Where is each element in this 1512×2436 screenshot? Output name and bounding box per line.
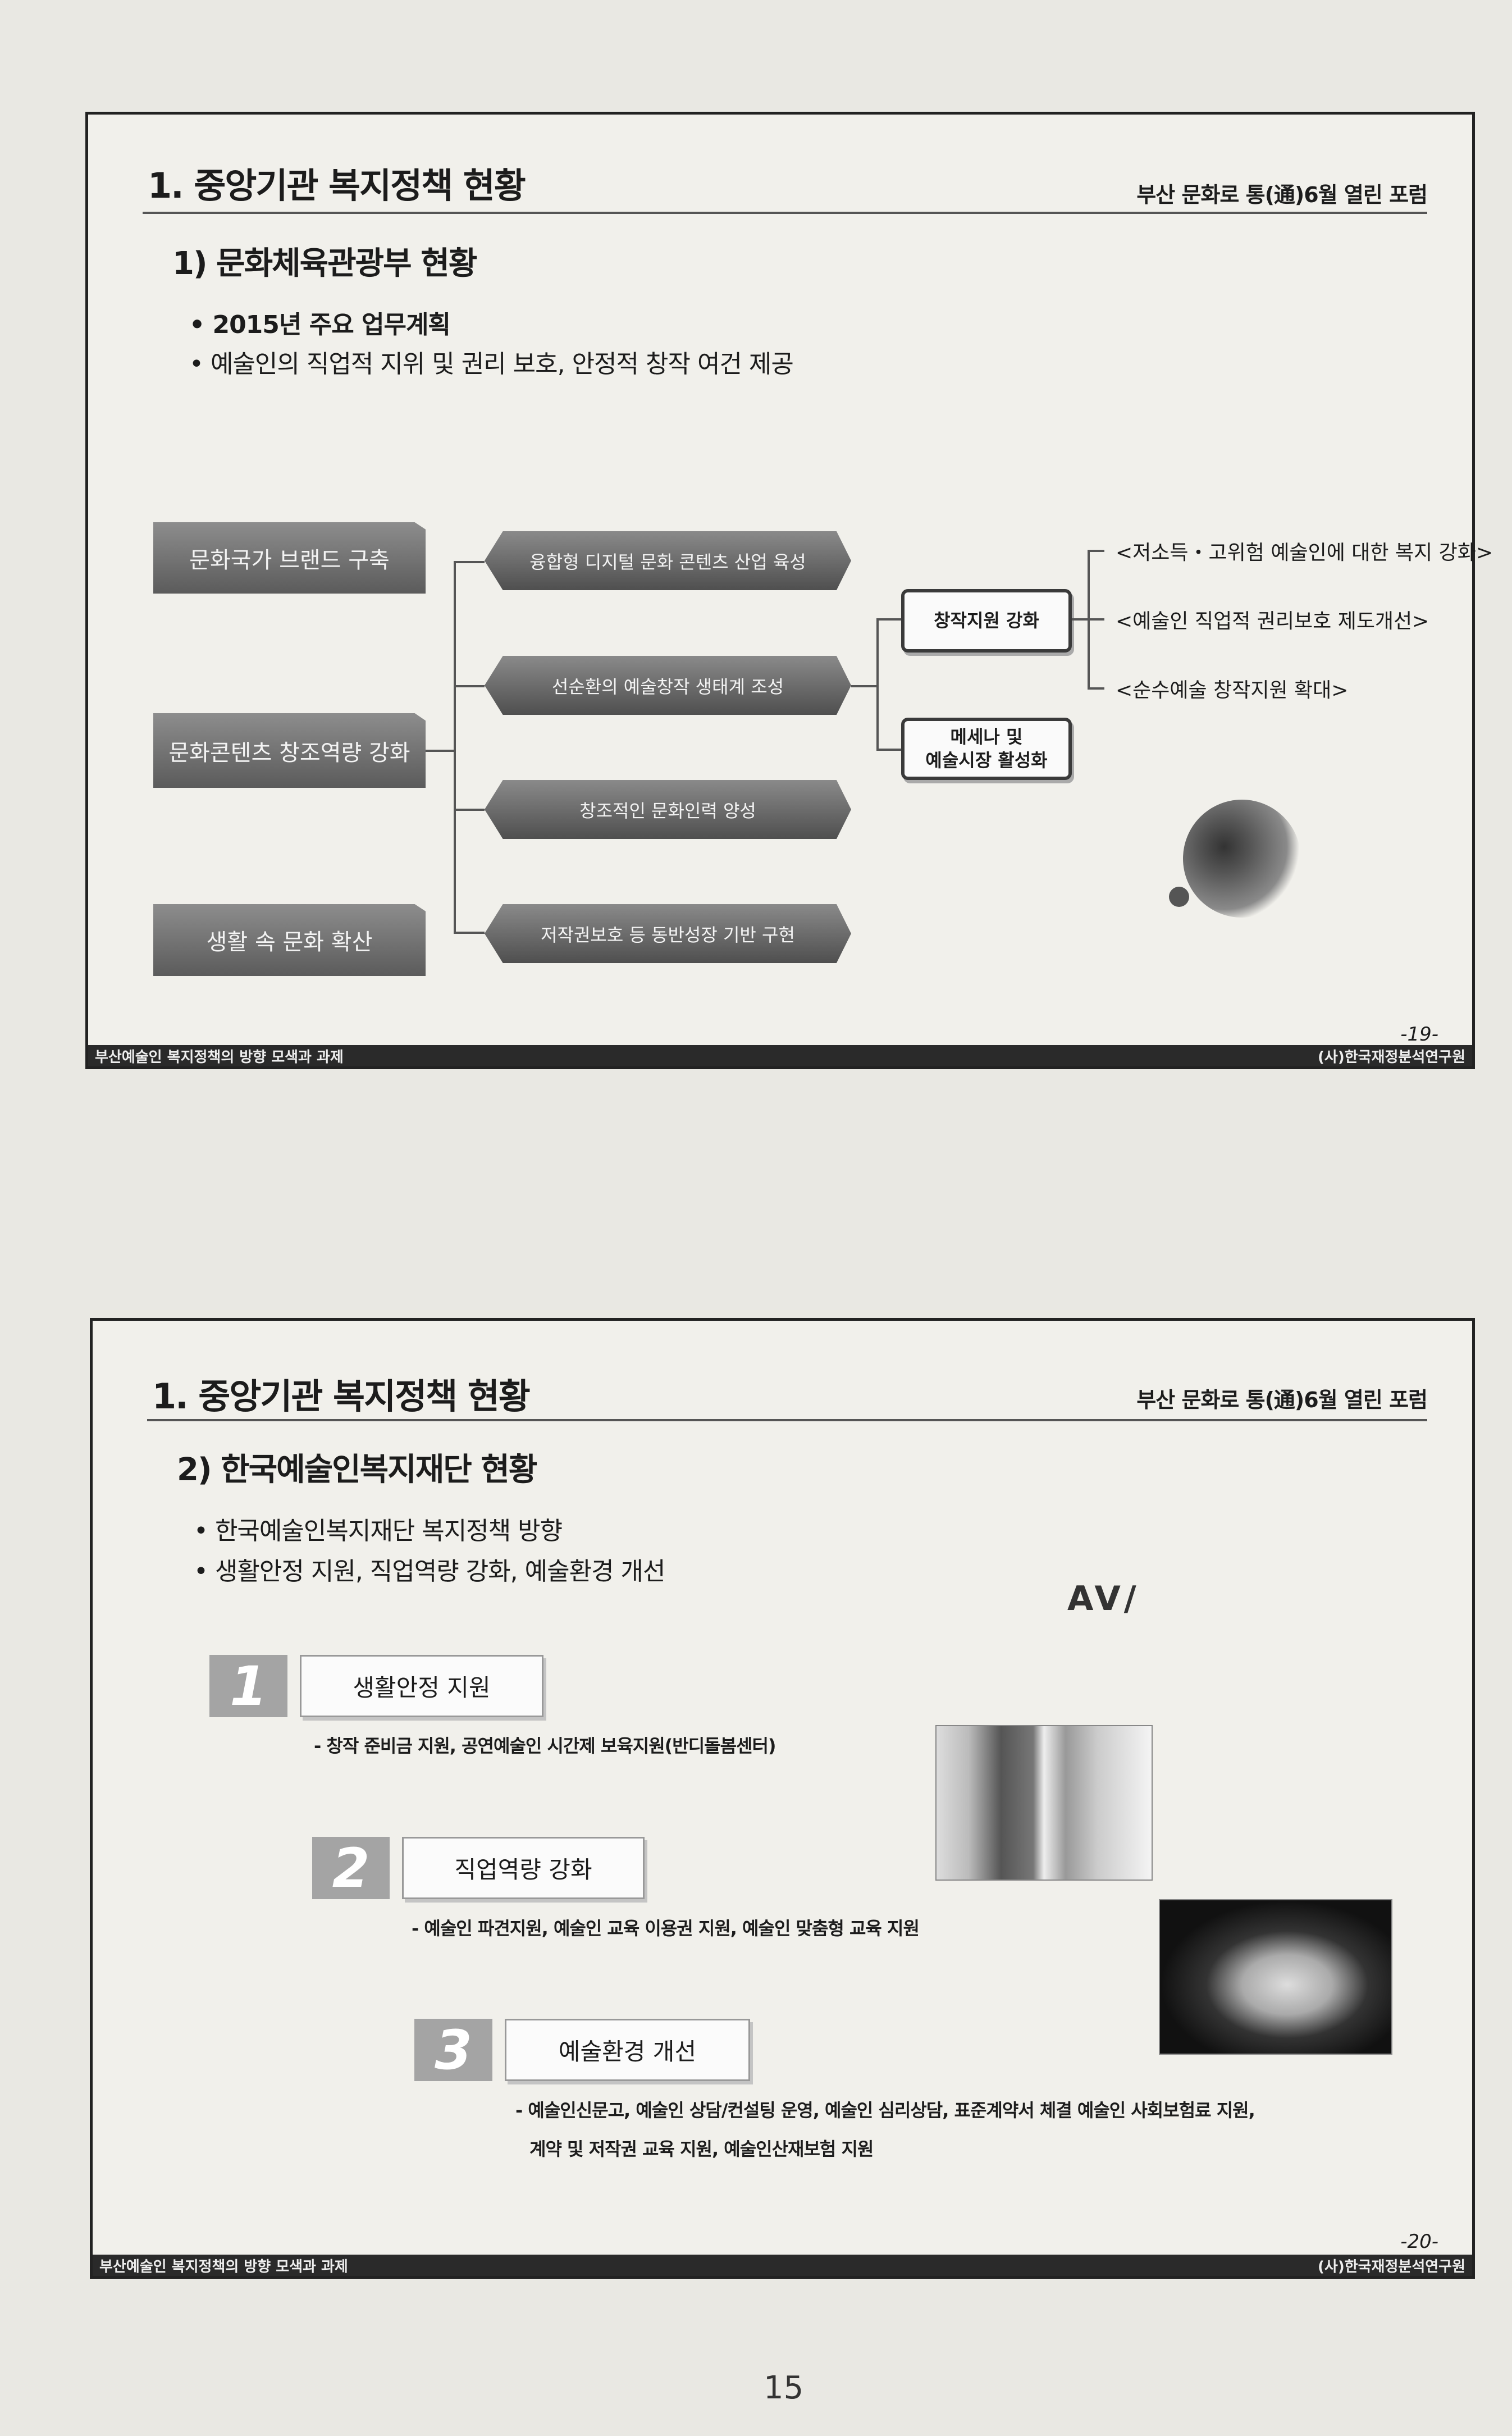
item-number: 3 bbox=[414, 2019, 492, 2082]
item-label: 예술환경 개선 bbox=[505, 2019, 750, 2081]
item-description: 계약 및 저작권 교육 지원, 예술인산재보험 지원 bbox=[529, 2138, 874, 2160]
connector bbox=[454, 932, 485, 934]
title-rule bbox=[147, 1419, 1427, 1421]
task-item: 융합형 디지털 문화 콘텐츠 산업 육성 bbox=[485, 531, 851, 590]
connector bbox=[1088, 550, 1104, 552]
strategy-box: 문화콘텐츠 창조역량 강화 bbox=[153, 713, 426, 788]
slide-footer: 부산예술인 복지정책의 방향 모색과 과제 (사)한국재정분석연구원 bbox=[93, 2255, 1472, 2276]
task-item: 창조적인 문화인력 양성 bbox=[485, 780, 851, 839]
footer-right: (사)한국재정분석연구원 bbox=[1318, 1048, 1465, 1066]
item-label: 직업역량 강화 bbox=[402, 1837, 645, 1899]
item-number: 2 bbox=[312, 1837, 390, 1900]
policy-item: <예술인 직업적 권리보호 제도개선> bbox=[1116, 610, 1429, 633]
connector bbox=[876, 749, 901, 751]
connector bbox=[1088, 618, 1104, 621]
meeting-photo bbox=[935, 1725, 1153, 1881]
connector bbox=[454, 685, 485, 687]
connector bbox=[876, 618, 901, 621]
connector bbox=[851, 685, 876, 687]
section-subtitle: 1) 문화체육관광부 현황 bbox=[172, 245, 477, 282]
creative-support-box: 창작지원 강화 bbox=[901, 589, 1072, 653]
slide-title: 1. 중앙기관 복지정책 현황 bbox=[152, 1376, 531, 1417]
task-item: 저작권보호 등 동반성장 기반 구현 bbox=[485, 904, 851, 963]
bullet-item: 생활안정 지원, 직업역량 강화, 예술환경 개선 bbox=[194, 1551, 666, 1587]
item-description: - 창작 준비금 지원, 공연예술인 시간제 보육지원(반디돌봄센터) bbox=[314, 1735, 776, 1757]
group-photo bbox=[1159, 1899, 1392, 2055]
bullet-item: 한국예술인복지재단 복지정책 방향 bbox=[194, 1511, 563, 1547]
section-subtitle: 2) 한국예술인복지재단 현황 bbox=[177, 1452, 537, 1488]
footer-left: 부산예술인 복지정책의 방향 모색과 과제 bbox=[99, 2258, 348, 2275]
bullet-item: 예술인의 직업적 지위 및 권리 보호, 안정적 창작 여건 제공 bbox=[189, 344, 794, 380]
page-number: 15 bbox=[764, 2370, 804, 2406]
item-number: 1 bbox=[209, 1655, 287, 1718]
footer-left: 부산예술인 복지정책의 방향 모색과 과제 bbox=[95, 1048, 344, 1066]
connector bbox=[454, 561, 485, 563]
footer-right: (사)한국재정분석연구원 bbox=[1318, 2258, 1465, 2275]
slide-19: 1. 중앙기관 복지정책 현황 부산 문화로 통(通)6월 열린 포럼 1) 문… bbox=[85, 112, 1493, 1069]
title-rule bbox=[143, 212, 1427, 214]
ink-dot-decoration bbox=[1169, 887, 1189, 907]
strategy-box: 생활 속 문화 확산 bbox=[153, 904, 426, 976]
connector bbox=[454, 809, 485, 811]
slide-title: 1. 중앙기관 복지정책 현황 bbox=[148, 165, 526, 206]
strategy-box: 문화국가 브랜드 구축 bbox=[153, 522, 426, 594]
item-description: - 예술인신문고, 예술인 상담/컨설팅 운영, 예술인 심리상담, 표준계약서… bbox=[515, 2100, 1255, 2121]
item-label: 생활안정 지원 bbox=[300, 1655, 543, 1717]
bullet-item: 2015년 주요 업무계획 bbox=[189, 304, 450, 340]
ink-blot-decoration bbox=[1183, 800, 1301, 918]
connector bbox=[1088, 687, 1104, 690]
mecenat-box: 메세나 및 예술시장 활성화 bbox=[901, 718, 1072, 780]
policy-item: <순수예술 창작지원 확대> bbox=[1116, 679, 1349, 702]
connector bbox=[454, 561, 456, 932]
forum-header: 부산 문화로 통(通)6월 열린 포럼 bbox=[1136, 1388, 1428, 1412]
connector bbox=[1072, 618, 1088, 621]
policy-item: <저소득・고위험 예술인에 대한 복지 강화> bbox=[1116, 541, 1493, 564]
task-item: 선순환의 예술창작 생태계 조성 bbox=[485, 656, 851, 715]
page-label: -19- bbox=[1400, 1023, 1438, 1046]
slide-footer: 부산예술인 복지정책의 방향 모색과 과제 (사)한국재정분석연구원 bbox=[88, 1045, 1472, 1066]
connector bbox=[426, 750, 454, 752]
foundation-logo: AV/ bbox=[1067, 1579, 1140, 1618]
connector bbox=[876, 618, 879, 750]
page-label: -20- bbox=[1400, 2230, 1438, 2253]
forum-header: 부산 문화로 통(通)6월 열린 포럼 bbox=[1136, 183, 1428, 207]
slide-20: 1. 중앙기관 복지정책 현황 부산 문화로 통(通)6월 열린 포럼 2) 한… bbox=[90, 1318, 1475, 2279]
item-description: - 예술인 파견지원, 예술인 교육 이용권 지원, 예술인 맞춤형 교육 지원 bbox=[412, 1918, 920, 1939]
